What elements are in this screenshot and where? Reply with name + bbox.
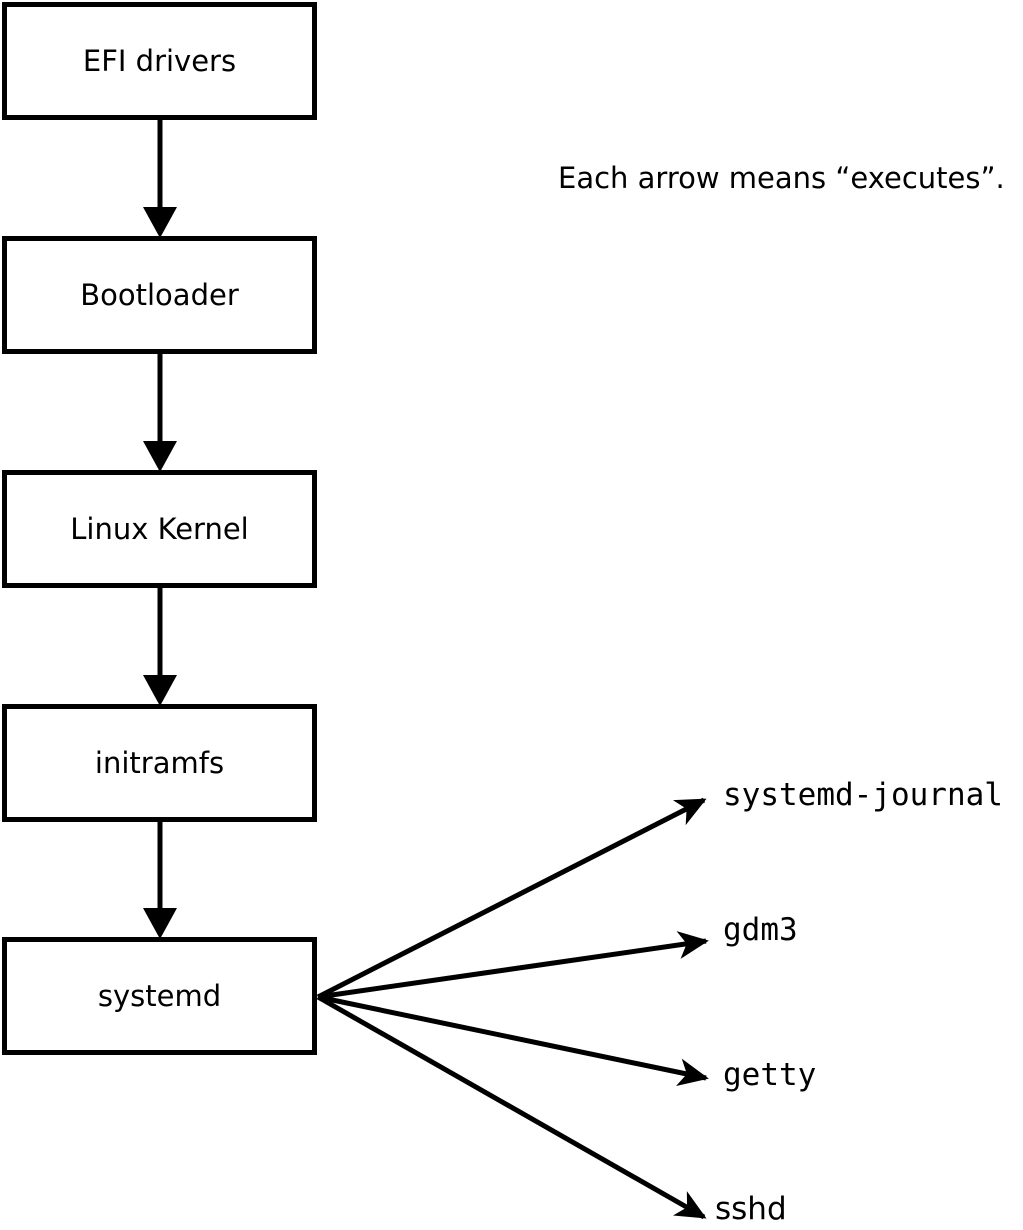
node-bootloader-label: Bootloader — [80, 278, 239, 312]
arrow-systemd-to-gdm3 — [317, 931, 709, 1000]
legend-note: Each arrow means “executes”. — [558, 161, 1005, 195]
node-bootloader: Bootloader — [2, 236, 317, 354]
node-efi-drivers: EFI drivers — [2, 2, 317, 120]
node-efi-drivers-label: EFI drivers — [82, 44, 237, 78]
node-sshd-label: sshd — [715, 1191, 787, 1227]
node-gdm3-label: gdm3 — [723, 912, 798, 948]
arrow-systemd-to-journal — [316, 797, 707, 1000]
arrow-kernel-to-initramfs — [143, 586, 177, 706]
node-getty-label: getty — [723, 1057, 817, 1093]
arrow-systemd-to-sshd — [316, 994, 707, 1220]
node-systemd-journal-label: systemd-journal — [723, 777, 1003, 813]
node-linux-kernel-label: Linux Kernel — [70, 512, 249, 546]
node-linux-kernel: Linux Kernel — [2, 470, 317, 588]
arrow-efi-to-bootloader — [143, 118, 177, 238]
node-systemd: systemd — [2, 937, 317, 1055]
arrow-bootloader-to-kernel — [143, 352, 177, 472]
arrow-initramfs-to-systemd — [143, 820, 177, 939]
arrow-systemd-to-getty — [317, 994, 709, 1087]
node-systemd-label: systemd — [97, 979, 222, 1013]
node-initramfs: initramfs — [2, 704, 317, 822]
node-initramfs-label: initramfs — [94, 746, 225, 780]
